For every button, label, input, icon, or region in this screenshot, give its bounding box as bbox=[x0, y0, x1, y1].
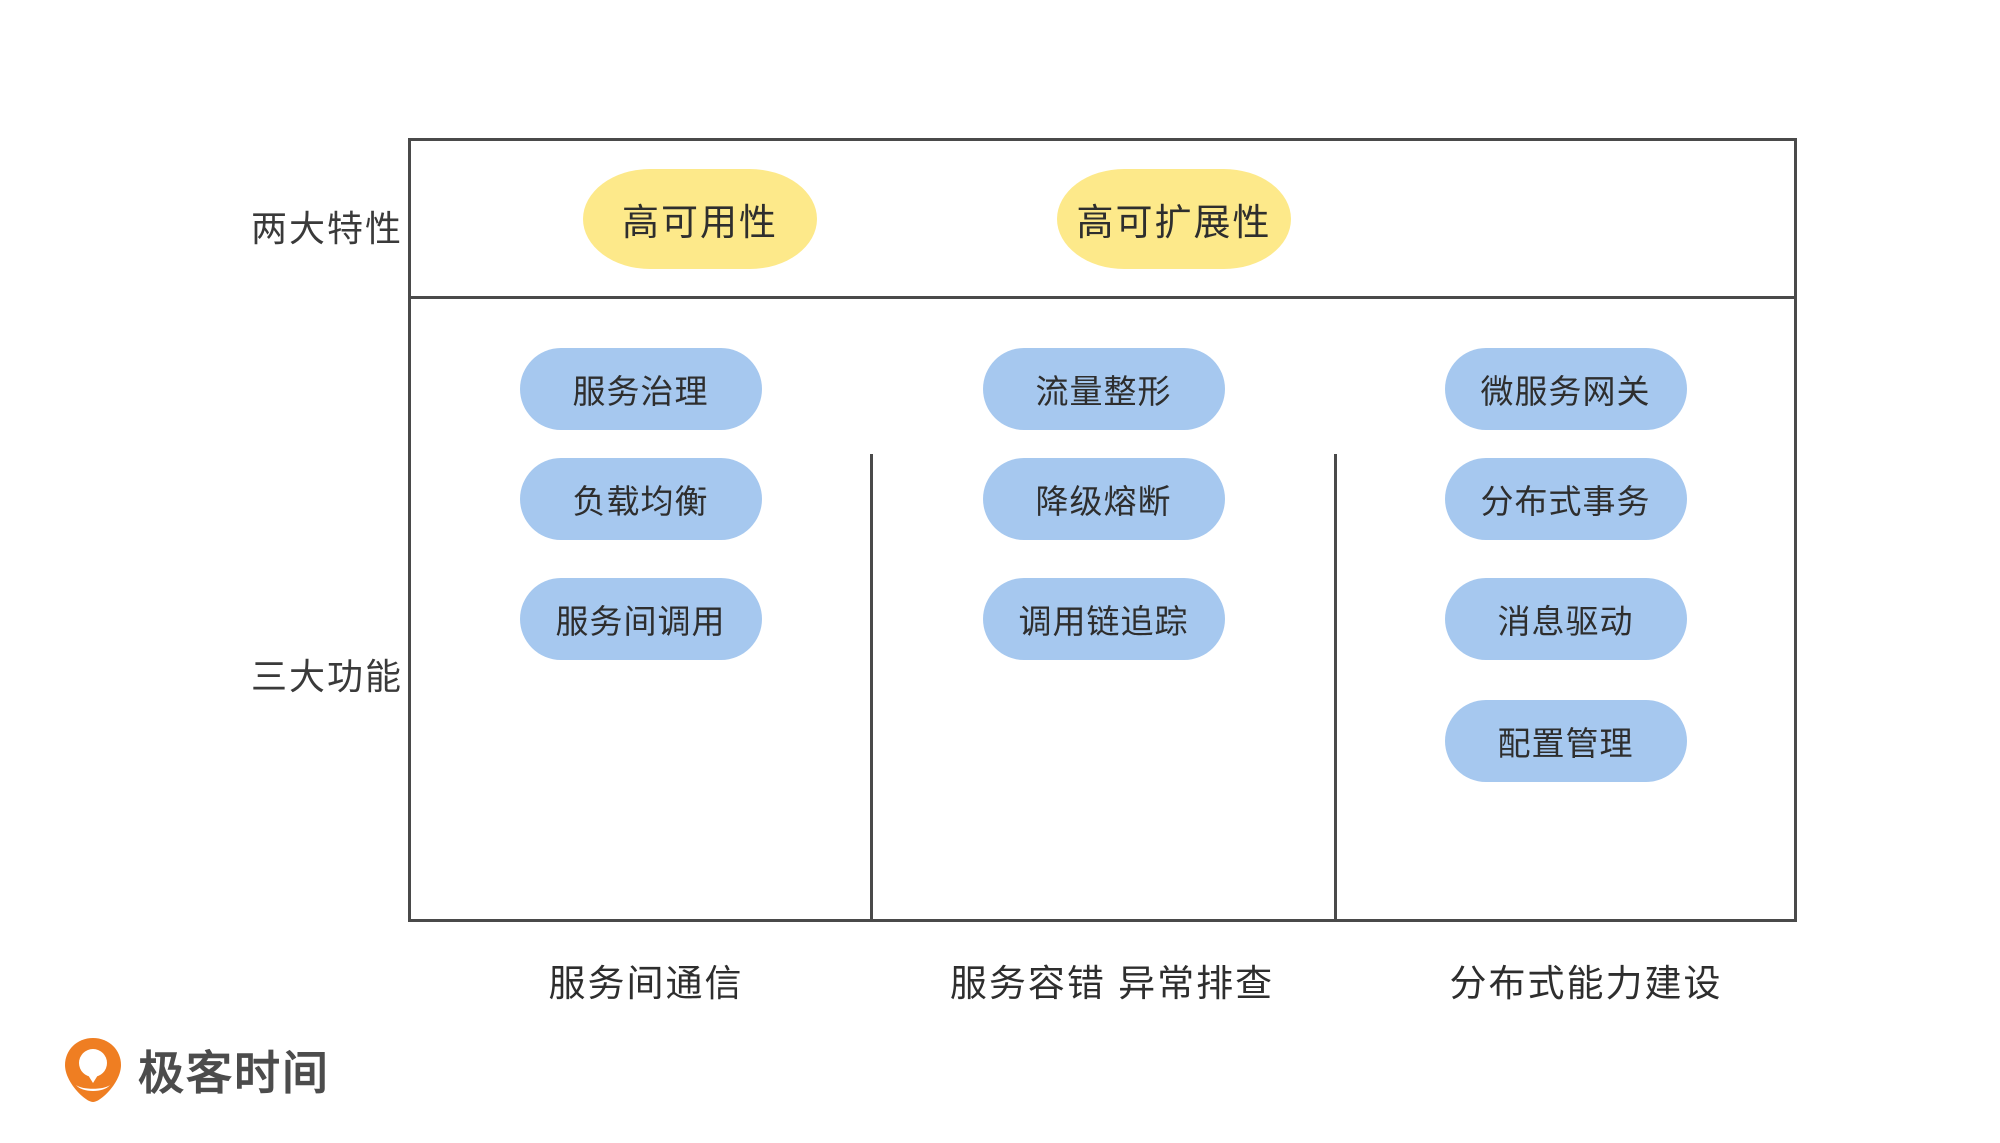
band-divider bbox=[411, 296, 1794, 299]
matrix-frame: 高可用性 高可扩展性 服务治理 负载均衡 服务间调用 流量整形 降级熔断 调用链… bbox=[408, 138, 1797, 922]
feature-pill[interactable]: 高可用性 bbox=[583, 169, 817, 269]
geekbang-pin-icon bbox=[65, 1038, 121, 1102]
function-pill[interactable]: 配置管理 bbox=[1444, 700, 1687, 782]
feature-pill[interactable]: 高可扩展性 bbox=[1057, 169, 1291, 269]
brand-logo-text: 极客时间 bbox=[138, 1047, 330, 1099]
function-column-2: 流量整形 降级熔断 调用链追踪 bbox=[873, 299, 1334, 919]
function-pill[interactable]: 服务间调用 bbox=[519, 578, 762, 660]
row-label-features: 两大特性 bbox=[250, 208, 403, 249]
column-caption: 分布式能力建设 bbox=[1449, 963, 1723, 1004]
row-label-functions: 三大功能 bbox=[250, 656, 403, 697]
features-band: 高可用性 高可扩展性 bbox=[411, 141, 1794, 296]
brand-logo: 极客时间 bbox=[62, 1036, 330, 1104]
function-pill[interactable]: 降级熔断 bbox=[982, 458, 1225, 540]
function-pill[interactable]: 分布式事务 bbox=[1444, 458, 1687, 540]
function-pill[interactable]: 服务治理 bbox=[519, 348, 762, 430]
function-pill[interactable]: 消息驱动 bbox=[1444, 578, 1687, 660]
functions-band: 服务治理 负载均衡 服务间调用 流量整形 降级熔断 调用链追踪 微服务网关 分布… bbox=[411, 299, 1794, 919]
column-divider bbox=[870, 454, 873, 919]
column-divider bbox=[1334, 454, 1337, 919]
column-caption: 服务容错 异常排查 bbox=[949, 963, 1275, 1004]
function-pill[interactable]: 微服务网关 bbox=[1444, 348, 1687, 430]
function-pill[interactable]: 流量整形 bbox=[982, 348, 1225, 430]
function-column-3: 微服务网关 分布式事务 消息驱动 配置管理 bbox=[1337, 299, 1794, 919]
column-caption: 服务间通信 bbox=[548, 963, 744, 1004]
function-column-1: 服务治理 负载均衡 服务间调用 bbox=[411, 299, 870, 919]
function-pill[interactable]: 负载均衡 bbox=[519, 458, 762, 540]
function-pill[interactable]: 调用链追踪 bbox=[982, 578, 1225, 660]
